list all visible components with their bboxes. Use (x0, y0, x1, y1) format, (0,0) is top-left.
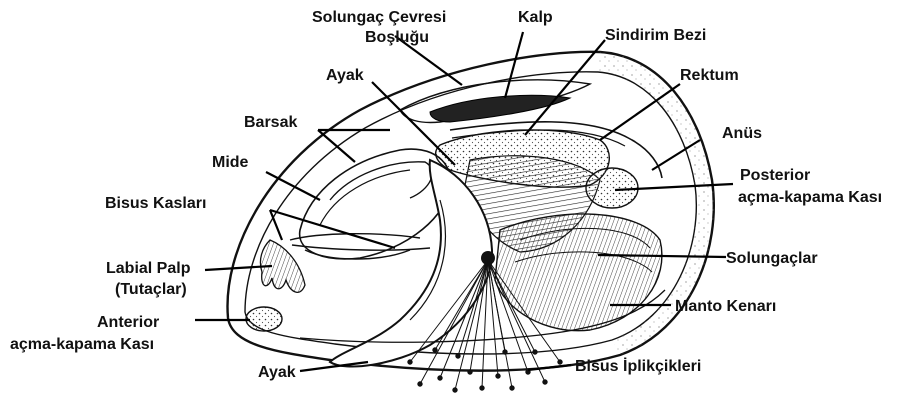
posterior-adductor-muscle (586, 168, 638, 208)
mussel-drawing (227, 52, 713, 392)
label-posterior-adductor: Posterior (740, 167, 810, 184)
label-anterior-adductor: Anterior (97, 314, 159, 331)
label-heart: Kalp (518, 9, 553, 26)
label-gill-cavity: Solungaç Çevresi (312, 9, 446, 26)
label-stomach: Mide (212, 154, 249, 171)
intestine (330, 162, 432, 200)
label-gill-cavity-2: Boşluğu (365, 29, 429, 46)
foot (330, 160, 492, 367)
label-labial-palp-2: (Tutaçlar) (115, 281, 187, 298)
anterior-adductor-muscle (246, 307, 282, 331)
heart (430, 95, 570, 122)
label-gills: Solungaçlar (726, 250, 818, 267)
label-foot-bottom: Ayak (258, 364, 296, 381)
label-byssus-muscles: Bisus Kasları (105, 195, 206, 212)
label-posterior-adductor-2: açma-kapama Kası (738, 189, 882, 206)
label-digestive-gland: Sindirim Bezi (605, 27, 706, 44)
gills (495, 214, 662, 331)
label-labial-palp: Labial Palp (106, 260, 191, 277)
label-anus: Anüs (722, 125, 762, 142)
label-intestine: Barsak (244, 114, 297, 131)
label-mantle-edge: Manto Kenarı (675, 298, 776, 315)
label-anterior-adductor-2: açma-kapama Kası (10, 336, 154, 353)
label-rectum: Rektum (680, 67, 739, 84)
label-foot-top: Ayak (326, 67, 364, 84)
label-byssal-threads: Bisus İplikçikleri (575, 357, 701, 375)
